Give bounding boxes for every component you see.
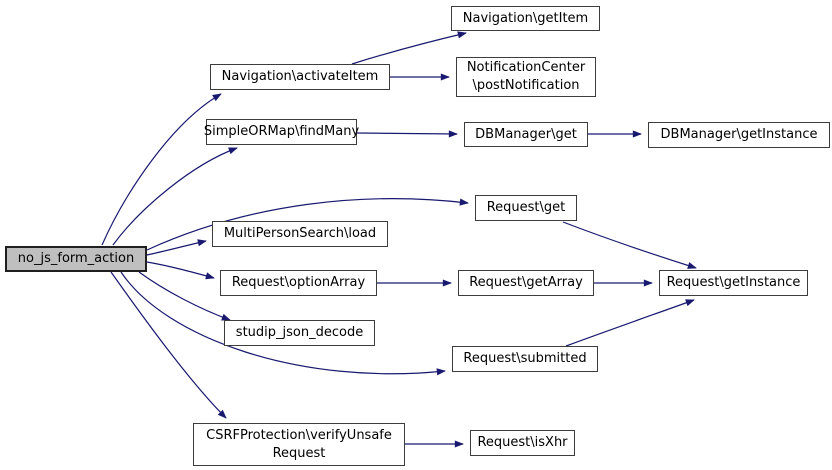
edge-main-to-studipJsonDecode bbox=[138, 271, 231, 321]
node-simpleormap-findmany[interactable]: SimpleORMap\findMany bbox=[203, 119, 360, 145]
node-multipersonsearch-load[interactable]: MultiPersonSearch\load bbox=[212, 221, 388, 247]
edge-main-to-csrfVerifyUnsafe bbox=[110, 271, 227, 419]
edge-activateItem-to-navGetItem bbox=[351, 31, 467, 65]
edge-main-to-multiPersonLoad bbox=[146, 239, 207, 256]
node-dbmanager-getinstance[interactable]: DBManager\getInstance bbox=[648, 122, 830, 148]
edge-requestGet-to-requestGetInstance bbox=[562, 221, 697, 269]
node-csrfprotection-verifyunsaferequest[interactable]: CSRFProtection\verifyUnsafe Request bbox=[193, 423, 405, 466]
edge-main-to-activateItem bbox=[101, 93, 222, 246]
node-request-isxhr[interactable]: Request\isXhr bbox=[470, 430, 575, 456]
node-label: studip_json_decode bbox=[235, 325, 364, 341]
node-request-submitted[interactable]: Request\submitted bbox=[452, 346, 598, 372]
node-request-getarray[interactable]: Request\getArray bbox=[458, 270, 594, 296]
edge-findMany-to-dbGet bbox=[356, 130, 458, 138]
node-label: Request\optionArray bbox=[231, 275, 366, 291]
node-label-line2: Request bbox=[272, 445, 326, 461]
node-studip-json-decode[interactable]: studip_json_decode bbox=[224, 320, 375, 346]
edge-requestSubmitted-to-requestGetInstance bbox=[565, 299, 695, 347]
node-label: DBManager\get bbox=[475, 126, 577, 142]
node-request-optionarray[interactable]: Request\optionArray bbox=[220, 270, 377, 296]
node-label: no_js_form_action bbox=[17, 251, 135, 267]
node-label: Request\getArray bbox=[469, 275, 583, 291]
node-label-line1: NotificationCenter bbox=[466, 60, 586, 76]
node-label: Navigation\activateItem bbox=[221, 69, 379, 85]
node-label: Navigation\getItem bbox=[462, 10, 589, 26]
edge-main-to-findMany bbox=[112, 147, 238, 246]
node-label: Request\getInstance bbox=[666, 275, 801, 291]
node-request-get[interactable]: Request\get bbox=[475, 195, 577, 221]
edge-main-to-requestGet bbox=[146, 198, 469, 251]
node-navigation-getitem[interactable]: Navigation\getItem bbox=[451, 6, 600, 31]
node-label: Request\get bbox=[486, 200, 566, 216]
node-label: Request\submitted bbox=[463, 351, 587, 367]
node-label: Request\isXhr bbox=[477, 435, 568, 451]
node-dbmanager-get[interactable]: DBManager\get bbox=[464, 122, 588, 147]
node-label: MultiPersonSearch\load bbox=[223, 226, 377, 242]
node-label-line2: \postNotification bbox=[472, 78, 580, 93]
node-label: DBManager\getInstance bbox=[660, 127, 818, 143]
node-no-js-form-action: no_js_form_action bbox=[5, 246, 147, 272]
edge-main-to-optionArray bbox=[146, 261, 215, 280]
edge-main-to-requestSubmitted bbox=[120, 271, 446, 376]
node-notificationcenter-postnotification[interactable]: NotificationCenter \postNotification bbox=[456, 57, 596, 97]
node-label: SimpleORMap\findMany bbox=[203, 124, 360, 140]
node-label-line1: CSRFProtection\verifyUnsafe bbox=[206, 427, 392, 443]
node-request-getinstance[interactable]: Request\getInstance bbox=[659, 270, 808, 296]
node-navigation-activateitem[interactable]: Navigation\activateItem bbox=[210, 64, 390, 90]
